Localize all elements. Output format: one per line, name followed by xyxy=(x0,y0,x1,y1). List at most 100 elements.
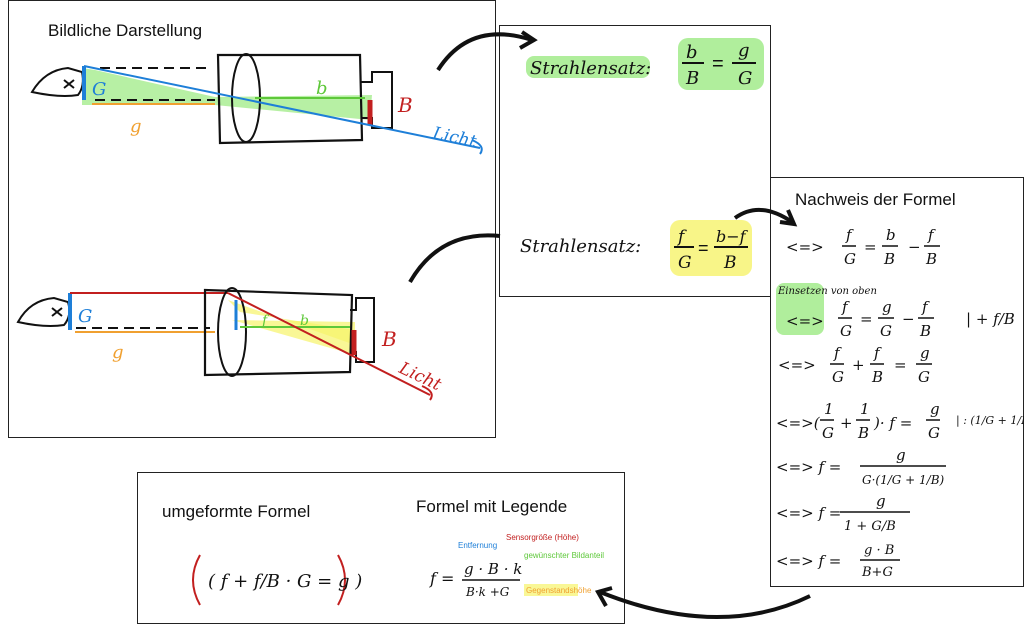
frac1-den-right: G xyxy=(738,68,752,89)
einsetzen-note: Einsetzen von oben xyxy=(777,286,877,297)
step-6-arrow: <=> f = xyxy=(776,504,841,522)
label-b-top: b xyxy=(316,78,328,99)
light-ray-top xyxy=(83,65,481,149)
step-4-G2: G xyxy=(928,424,940,442)
bottom-diagram: G g f b B Licht xyxy=(16,287,444,401)
legend-sensor: Sensorgröße (Höhe) xyxy=(506,533,579,542)
label-licht-top: Licht xyxy=(430,123,478,152)
label-B-bottom: B xyxy=(381,327,397,351)
step-4: <=>( 1G + 1B )· f = gG | : (1/G + 1/B) xyxy=(776,400,1024,442)
step-4-side: | : (1/G + 1/B) xyxy=(956,414,1024,428)
label-b-bottom: b xyxy=(300,313,309,329)
step-6-den: 1 + G/B xyxy=(844,519,896,534)
formula-umgeformt: ( f + f/B · G = g ) xyxy=(208,571,362,592)
step-4-arrow: <=>( xyxy=(776,414,821,432)
eye-pupil-bottom-icon xyxy=(51,307,63,317)
step-1-G: G xyxy=(844,250,856,268)
frac1-den-left: B xyxy=(685,68,699,89)
step-2-minus: − xyxy=(902,310,915,328)
paren-left xyxy=(192,554,201,606)
step-3: <=> fG + fB = gG xyxy=(778,344,932,386)
step-1-f: f xyxy=(845,226,854,244)
step-4-1a: 1 xyxy=(824,400,834,418)
step-2-B: B xyxy=(919,322,931,340)
label-g-bottom: g xyxy=(112,342,124,363)
step-3-G: G xyxy=(832,368,844,386)
label-highlight-1 xyxy=(526,56,650,78)
ratio-highlight-1 xyxy=(678,38,764,90)
step-1-B2: B xyxy=(925,250,937,268)
step-5: <=> f = g G·(1/G + 1/B) xyxy=(776,446,946,487)
nachweis-title: Nachweis der Formel xyxy=(795,190,956,209)
arrow-4-head-icon xyxy=(594,586,613,607)
light-ray-bottom xyxy=(227,292,431,396)
frac2-num-left: f xyxy=(676,227,687,247)
step-5-g: g xyxy=(896,446,906,464)
step-3-B: B xyxy=(871,368,883,386)
step-6: <=> f = g 1 + G/B xyxy=(776,492,910,534)
formel-legende: f = g · B · k B·k +G Entfernung Sensorgr… xyxy=(429,533,604,599)
step-7-den: B+G xyxy=(861,565,893,580)
frac2-den-right: B xyxy=(723,253,737,273)
einsetzen-highlight xyxy=(776,283,824,335)
step-3-eq: = xyxy=(894,356,907,374)
panel-formeln xyxy=(137,472,625,624)
step-3-f2: f xyxy=(873,344,882,362)
frac1-num-right: g xyxy=(738,40,750,61)
legend-gegenstand: Gegenstandshöhe xyxy=(526,586,592,595)
lens-bottom xyxy=(217,287,247,377)
step-3-G2: G xyxy=(918,368,930,386)
equals-2: = xyxy=(698,238,709,258)
step-2-g: g xyxy=(882,298,892,316)
step-1-f2: f xyxy=(927,226,936,244)
step-3-plus: + xyxy=(852,356,865,374)
arrow-3 xyxy=(733,207,794,224)
step-5-arrow: <=> f = xyxy=(776,458,841,476)
step-2-eq: = xyxy=(860,310,873,328)
camera-tube xyxy=(216,53,364,145)
step-4-g: g xyxy=(930,400,940,418)
legend-entfernung: Entfernung xyxy=(458,541,497,550)
step-1: <=> fG = bB − fB xyxy=(786,226,940,268)
step-1-B: B xyxy=(883,250,895,268)
step-4-plus: + xyxy=(840,414,853,432)
step-3-arrow: <=> xyxy=(778,356,816,374)
arrow-4 xyxy=(599,590,811,620)
frac1-num-left: b xyxy=(686,42,698,63)
legend-num: g · B · k xyxy=(464,560,522,578)
arrow-1 xyxy=(436,32,533,72)
step-7-num: g · B xyxy=(864,543,894,558)
step-1-minus: − xyxy=(908,238,921,256)
legend-den: B·k +G xyxy=(465,585,510,599)
strahlensatz-label-1: Strahlensatz: xyxy=(530,58,651,79)
step-4-1b: 1 xyxy=(860,400,870,418)
step-2-G: G xyxy=(840,322,852,340)
step-1-arrow: <=> xyxy=(786,238,824,256)
step-3-g: g xyxy=(920,344,930,362)
eye-icon-bottom xyxy=(16,296,71,327)
arrow-3-head-icon xyxy=(779,209,798,227)
label-G-bottom: G xyxy=(78,306,92,327)
legend-f: f = xyxy=(429,569,454,588)
step-2-arrow: <=> xyxy=(786,312,824,330)
arrow-2 xyxy=(408,233,501,284)
light-arrow-bottom-icon xyxy=(421,385,433,401)
bild-title: Bildliche Darstellung xyxy=(48,21,203,40)
step-2-f: f xyxy=(841,298,850,316)
label-G-top: G xyxy=(92,79,106,100)
strahlensatz-1: Strahlensatz: b B = g G xyxy=(526,38,764,90)
camera-tube-bottom xyxy=(203,288,354,377)
eye-pupil-icon xyxy=(63,79,75,89)
strahlensatz-label-2: Strahlensatz: xyxy=(520,236,641,257)
equals-1: = xyxy=(712,53,724,75)
umgeformte-formel: ( f + f/B · G = g ) xyxy=(192,554,362,606)
label-g-top: g xyxy=(130,116,142,137)
step-4-G: G xyxy=(822,424,834,442)
step-3-f: f xyxy=(833,344,842,362)
step-1-b: b xyxy=(886,226,896,244)
step-7: <=> f = g · B B+G xyxy=(776,543,900,580)
umgeformt-title: umgeformte Formel xyxy=(162,502,311,521)
frac2-den-left: G xyxy=(678,253,692,273)
arrow-1-head-icon xyxy=(519,30,538,50)
